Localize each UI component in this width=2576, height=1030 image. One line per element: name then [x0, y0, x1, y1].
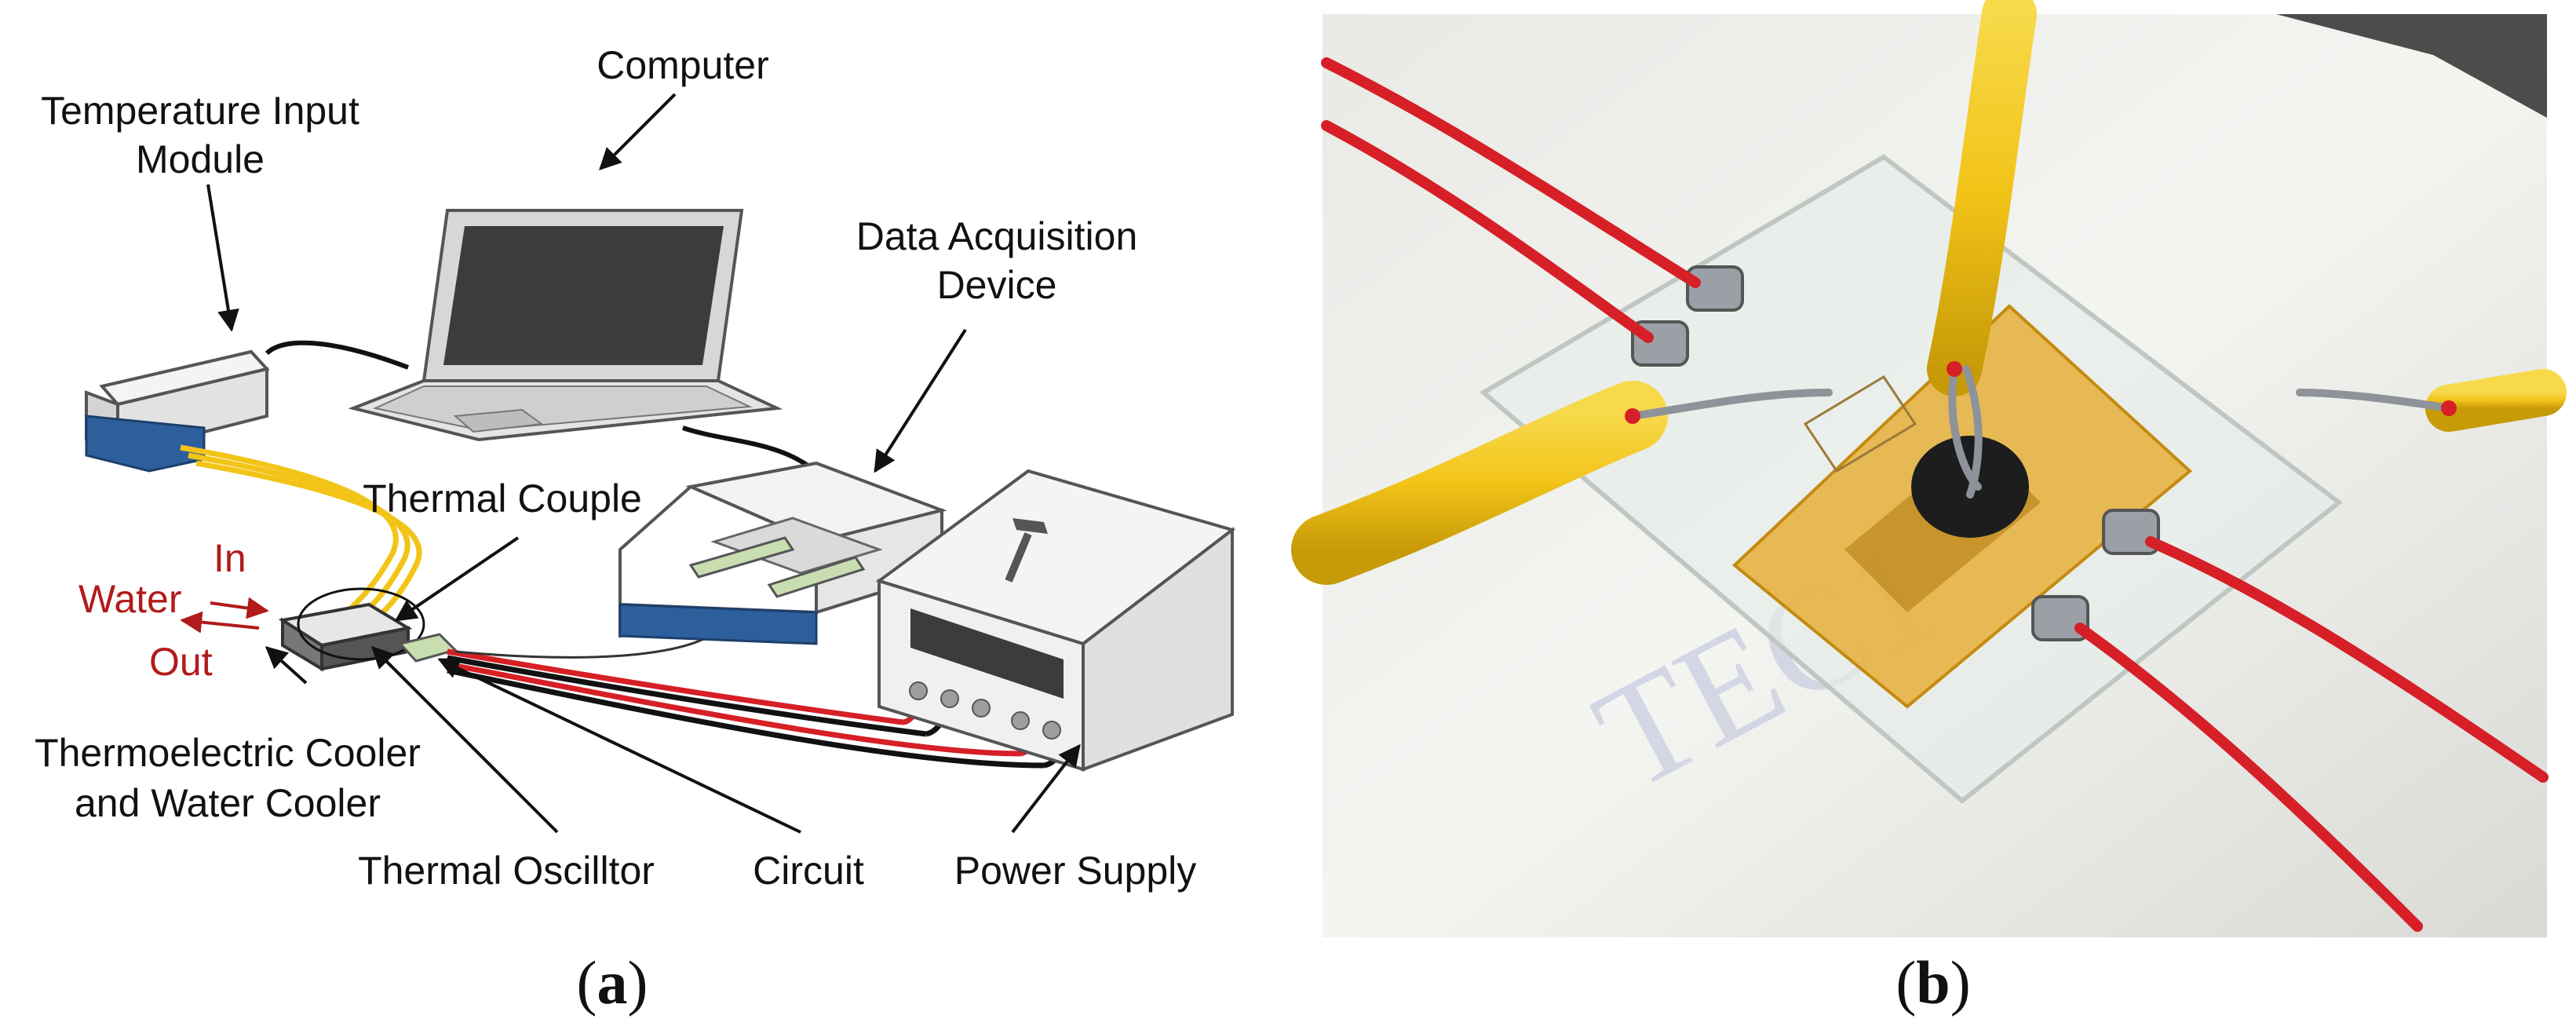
tec-water-cooler-drawing — [278, 587, 425, 672]
label-temperature-input-module-1: Temperature Input — [41, 89, 359, 133]
label-water: Water — [78, 577, 182, 621]
yellow-wires — [1291, 0, 2567, 585]
label-water-out: Out — [149, 640, 213, 684]
label-temperature-input-module-2: Module — [136, 137, 265, 181]
label-tec-1: Thermoelectric Cooler — [35, 731, 421, 775]
label-data-acquisition-device-2: Device — [937, 263, 1057, 307]
label-data-acquisition-device-1: Data Acquisition — [856, 214, 1138, 258]
temperature-input-module-drawing — [85, 349, 270, 473]
thermocouple-tips — [1629, 365, 2453, 499]
label-circuit: Circuit — [753, 849, 864, 893]
caption-a: (a) — [577, 948, 648, 1017]
power-supply-drawing — [875, 469, 1236, 772]
laptop-computer-drawing — [348, 209, 783, 442]
thermal-oscillator-pcb-drawing — [398, 633, 458, 663]
water-arrows — [180, 597, 269, 634]
label-water-in: In — [213, 536, 246, 580]
leader-arrows — [206, 93, 1081, 834]
label-power-supply: Power Supply — [954, 849, 1197, 893]
panel-a-schematic: Computer Temperature Input Module Data A… — [35, 43, 1236, 1017]
data-acquisition-device-drawing — [618, 461, 947, 645]
cable-module-computer — [265, 340, 410, 370]
label-computer: Computer — [597, 43, 769, 87]
label-tec-2: and Water Cooler — [75, 781, 381, 825]
label-thermal-oscillator: Thermal Oscilltor — [358, 849, 655, 893]
panel-b-photo: TEC1 — [1291, 0, 2567, 1017]
label-thermal-couple: Thermal Couple — [363, 477, 642, 520]
wire-tip-beads — [1625, 361, 2457, 424]
red-wires — [1321, 57, 2549, 932]
caption-b: (b) — [1896, 948, 1970, 1017]
